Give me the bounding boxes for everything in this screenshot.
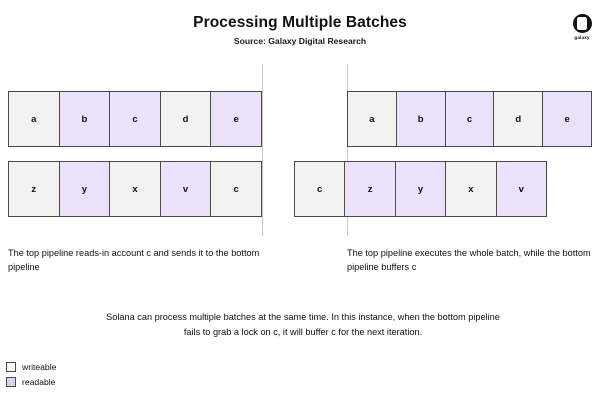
legend-label: writeable [22, 361, 57, 372]
pipeline-cell: b [396, 92, 446, 146]
legend-swatch-writeable [6, 361, 16, 372]
pipeline-cell: a [9, 92, 60, 146]
panel-divider-left [262, 64, 263, 236]
pipeline-cell: e [543, 92, 591, 146]
pipeline-cell: z [9, 162, 60, 216]
panel-divider-right [347, 64, 348, 236]
pipeline-cell: y [395, 162, 447, 216]
pipeline-cell: b [59, 92, 111, 146]
logo-wordmark: galaxy [574, 35, 590, 40]
pipeline-cell: x [446, 162, 497, 216]
galaxy-logo-icon [572, 14, 592, 33]
pipeline-cell: e [211, 92, 261, 146]
pipeline-cell: c [211, 162, 261, 216]
pipeline-cell: z [345, 162, 396, 216]
legend: writeable readable [6, 359, 56, 389]
pipeline-cell: y [59, 162, 111, 216]
legend-item: readable [6, 374, 56, 389]
body-note: Solana can process multiple batches at t… [106, 312, 500, 337]
pipeline-cell: d [494, 92, 544, 146]
pipeline-cell: c [295, 162, 346, 216]
pipeline-cell: c [110, 92, 161, 146]
caption-left: The top pipeline reads-in account c and … [8, 248, 260, 272]
galaxy-logo: galaxy [570, 14, 594, 44]
pipeline-cell: d [160, 92, 212, 146]
pipeline-cell: a [348, 92, 397, 146]
page-subtitle: Source: Galaxy Digital Research [233, 36, 367, 46]
pipeline-cell: x [110, 162, 161, 216]
logo-inner-shape [575, 16, 589, 31]
caption-right: The top pipeline executes the whole batc… [347, 248, 591, 272]
pipeline-cell: v [160, 162, 212, 216]
legend-label: readable [22, 376, 56, 387]
legend-item: writeable [6, 359, 56, 374]
legend-swatch-readable [6, 376, 16, 387]
pipeline-cell: v [496, 162, 547, 216]
pipeline-cell: c [445, 92, 495, 146]
page-title: Processing Multiple Batches [193, 14, 407, 31]
